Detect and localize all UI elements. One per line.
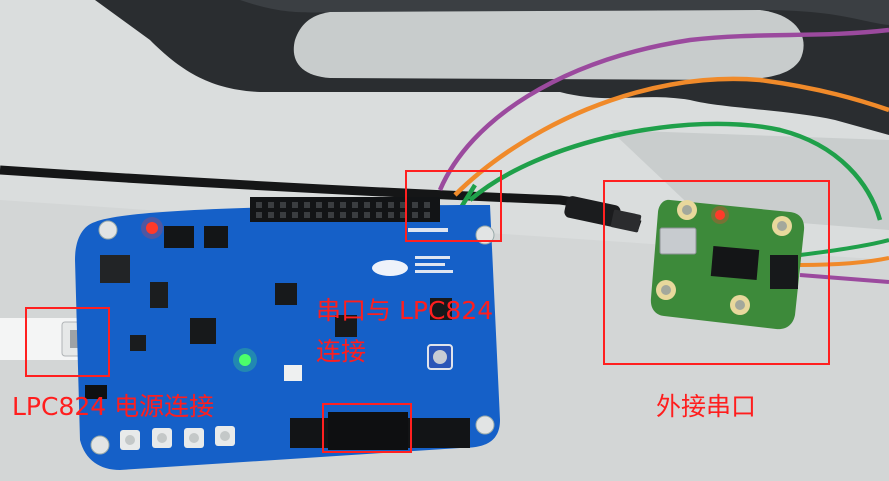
- module-usb-port: [659, 227, 697, 255]
- usb-plug-tip: [610, 209, 642, 233]
- led-green: [239, 354, 251, 366]
- mount-hole-tr: [475, 225, 495, 245]
- crystal: [284, 365, 302, 381]
- board-logo: [372, 260, 408, 276]
- jtag-header-a: [164, 226, 194, 248]
- power-usb-box: [25, 307, 110, 377]
- chip-lpc824: [335, 315, 357, 337]
- chip-main: [190, 318, 216, 344]
- orange-wire-module: [799, 256, 889, 267]
- bottom-header-uart: [328, 412, 408, 450]
- monitor-stand-cutout: [293, 10, 804, 80]
- purple-wire: [437, 27, 889, 191]
- green-wire-module: [799, 238, 889, 257]
- uart-connection-label-line1: 串口与 LPC824: [316, 296, 494, 325]
- bottom-uart-box: [322, 403, 412, 453]
- chip-small: [430, 298, 452, 320]
- purple-wire-module: [799, 273, 889, 284]
- power-switch: [85, 385, 107, 399]
- chip-usb: [130, 335, 146, 351]
- mount-hole-br: [475, 415, 495, 435]
- module-led-red: [715, 210, 725, 220]
- power-connection-label: LPC824 电源连接: [12, 392, 215, 421]
- jtag-header-b: [204, 226, 228, 248]
- board-buttons: [120, 426, 235, 450]
- uart-header-box: [405, 170, 502, 242]
- top-header-pins: [256, 202, 430, 218]
- uart-connection-label-line2: 连接: [316, 337, 367, 366]
- monitor-stand-highlight: [240, 0, 889, 25]
- module-chip: [710, 246, 760, 280]
- usb-plug-body: [564, 196, 621, 227]
- module-header: [770, 255, 798, 289]
- chip-regulator: [150, 282, 168, 308]
- mount-hole-tl: [98, 220, 118, 240]
- external-uart-box: [603, 180, 830, 365]
- green-wire-top: [468, 121, 883, 221]
- orange-wire: [453, 76, 889, 197]
- chip-ldo: [100, 255, 130, 283]
- led-red: [146, 222, 158, 234]
- external-uart-label: 外接串口: [656, 392, 757, 421]
- chip-right: [275, 283, 297, 305]
- potentiometer-knob: [433, 350, 447, 364]
- mount-hole-bl: [90, 435, 110, 455]
